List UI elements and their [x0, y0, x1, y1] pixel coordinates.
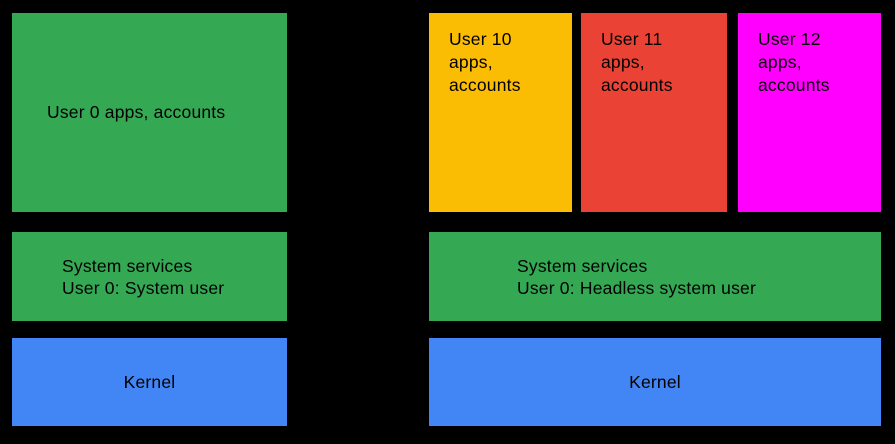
system-services-box-right: System services User 0: Headless system …: [429, 232, 881, 321]
kernel-box-right: Kernel: [429, 338, 881, 426]
user-10-apps-box: User 10 apps, accounts: [429, 13, 572, 212]
kernel-label: Kernel: [629, 371, 681, 392]
user-0-apps-box: User 0 apps, accounts: [12, 13, 287, 212]
user-0-apps-label: User 0 apps, accounts: [47, 102, 226, 122]
system-services-label: System services: [62, 255, 193, 276]
user-12-apps-box: User 12 apps, accounts: [738, 13, 881, 212]
kernel-label: Kernel: [123, 371, 176, 392]
headless-system-user-label: User 0: Headless system user: [517, 277, 757, 298]
kernel-box-left: Kernel: [12, 338, 287, 426]
user-11-apps-label: User 11 apps, accounts: [601, 29, 673, 95]
user-12-apps-label: User 12 apps, accounts: [758, 29, 830, 95]
system-services-box-left: System services User 0: System user: [12, 232, 287, 321]
system-user-label: User 0: System user: [62, 277, 225, 298]
user-10-apps-label: User 10 apps, accounts: [449, 29, 521, 95]
system-services-label: System services: [517, 255, 648, 276]
user-11-apps-box: User 11 apps, accounts: [581, 13, 727, 212]
